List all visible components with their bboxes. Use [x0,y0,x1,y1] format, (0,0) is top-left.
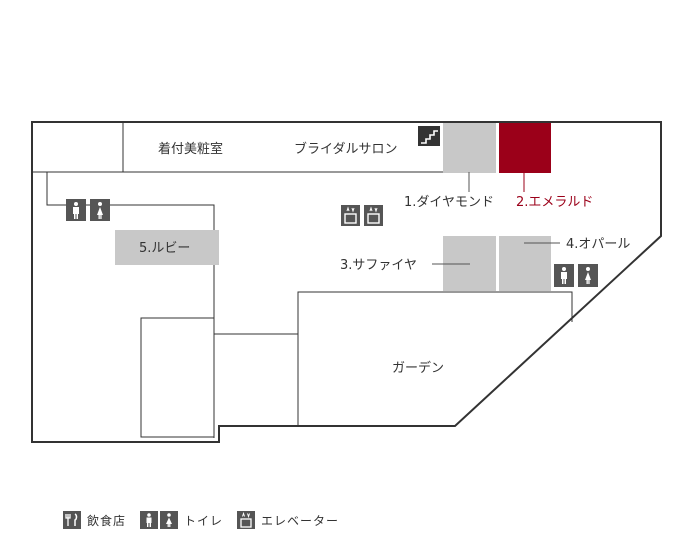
label-ruby: 5.ルビー [139,241,190,256]
elevator-icon [364,205,383,226]
room-ruby[interactable] [115,230,219,265]
legend-restaurant-label: 飲食店 [87,513,127,528]
legend-restroom: トイレ [140,511,223,529]
restaurant-icon [63,511,81,529]
elevator-icon [237,511,256,529]
restroom-icon [66,199,110,221]
room-opal[interactable] [499,236,551,291]
restroom-icon [140,511,179,529]
label-kitsuke: 着付美粧室 [158,141,223,157]
left-corridor-wall [32,171,215,438]
restroom-icon [554,264,598,287]
label-bridal-salon: ブライダルサロン [294,141,397,157]
elevator-icon [341,205,360,226]
stairs-icon [418,126,440,146]
legend-elevator: エレベーター [237,511,339,529]
legend-elevator-label: エレベーター [261,513,340,528]
lower-left-room [140,317,215,438]
room-emerald[interactable] [499,123,551,173]
floor-outline [31,121,662,443]
label-garden: ガーデン [392,360,444,376]
room-diamond[interactable] [443,123,496,173]
label-sapphire: 3.サファイヤ [340,258,417,273]
legend-restroom-label: トイレ [184,513,224,528]
label-diamond: 1.ダイヤモンド [404,195,494,210]
map-legend: 飲食店 トイレ エレベーター [63,510,353,530]
legend-restaurant: 飲食店 [63,511,126,529]
label-emerald: 2.エメラルド [516,195,593,210]
garden-area [297,291,573,426]
label-opal: 4.オパール [566,237,630,252]
